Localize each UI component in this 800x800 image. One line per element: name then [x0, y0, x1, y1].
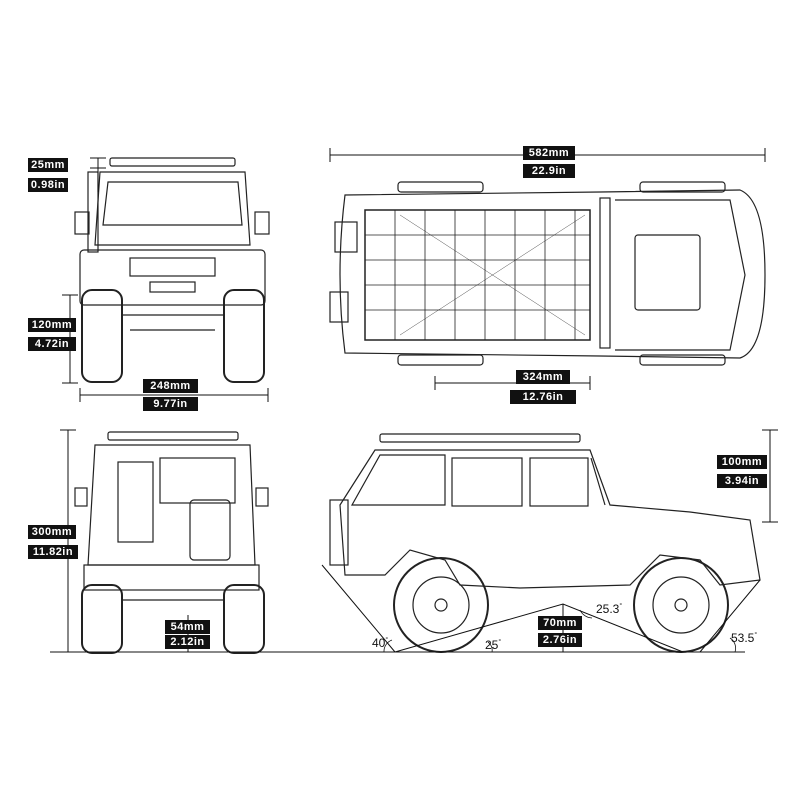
front-top-mm-label: 25mm: [28, 158, 68, 172]
front-height-mm-label: 120mm: [28, 318, 76, 332]
height-mm-label: 300mm: [28, 525, 76, 539]
belly-clearance-mm-label: 70mm: [538, 616, 582, 630]
width-mm-label: 248mm: [143, 379, 198, 393]
height-in-label: 11.82in: [28, 545, 78, 559]
dimension-lines: [50, 148, 778, 653]
front-view-drawing: [74, 157, 270, 383]
length-in-label: 22.9in: [523, 164, 575, 178]
belly-clearance-in-label: 2.76in: [538, 633, 582, 647]
angle-breakover-right: 25.3°: [596, 602, 623, 616]
angle-approach-rear: 40°: [372, 636, 389, 650]
front-top-in-label: 0.98in: [28, 178, 68, 192]
top-view-drawing: [329, 181, 766, 366]
side-top-mm-label: 100mm: [717, 455, 767, 469]
wheelbase-in-label: 12.76in: [510, 390, 576, 404]
side-top-in-label: 3.94in: [717, 474, 767, 488]
rear-clearance-mm-label: 54mm: [165, 620, 210, 634]
angle-breakover-left: 25°: [485, 638, 502, 652]
rear-view-drawing: [74, 431, 269, 654]
angle-departure-front: 53.5°: [731, 631, 758, 645]
width-in-label: 9.77in: [143, 397, 198, 411]
wheelbase-mm-label: 324mm: [516, 370, 570, 384]
rear-clearance-in-label: 2.12in: [165, 635, 210, 649]
front-height-in-label: 4.72in: [28, 337, 76, 351]
length-mm-label: 582mm: [523, 146, 575, 160]
